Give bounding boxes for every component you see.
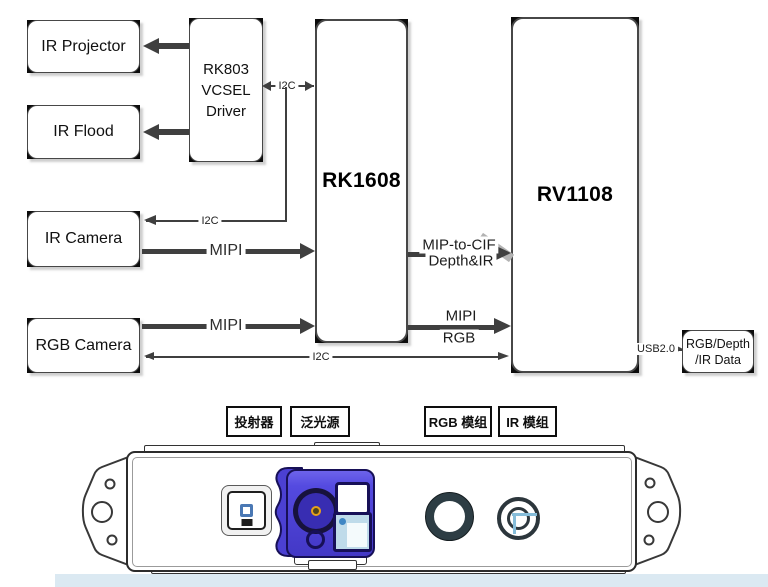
output-line2: /IR Data	[695, 352, 741, 367]
flood-panel-dot-icon	[339, 518, 346, 525]
ir-camera-lens	[497, 497, 540, 540]
rk1608-chip-box: RK1608	[315, 19, 408, 343]
rk1608-label: RK1608	[322, 169, 401, 192]
mipi-ir-label: MIPI	[206, 242, 246, 260]
projector-module-socket	[240, 504, 253, 526]
rv1108-chip-box: RV1108	[511, 17, 639, 373]
mount-hole-icon	[647, 501, 669, 523]
flood-module-screw-icon	[306, 530, 325, 549]
table-surface-band	[55, 574, 768, 587]
rk803-line1: RK803	[203, 60, 249, 78]
arrow-rk803-projector	[155, 43, 189, 49]
ir-camera-label: IR Camera	[44, 230, 123, 247]
callout-ir-module: IR 模组	[498, 406, 557, 437]
mipi-out-label-line2: RGB	[439, 329, 479, 347]
arrowhead-left-icon	[141, 352, 154, 360]
mount-hole-icon	[104, 478, 116, 490]
ir-camera-lens-ring	[507, 507, 530, 530]
mount-hole-icon	[644, 477, 656, 489]
right-mount-wing	[631, 455, 682, 567]
i2c-rk803-label: I2C	[275, 80, 299, 92]
left-mount-wing	[81, 455, 132, 567]
i2c-ircamera-label: I2C	[198, 215, 222, 227]
arrowhead-right-icon	[305, 81, 317, 91]
flood-module-tab-small	[308, 560, 357, 570]
mip-to-cif-label-line1: MIP-to-CIF	[419, 236, 499, 254]
arrowhead-left-icon	[259, 81, 271, 91]
flood-module-window	[335, 482, 370, 515]
rgb-camera-box: RGB Camera	[27, 318, 140, 373]
ir-lens-crosshair-h	[512, 513, 537, 516]
mount-hole-icon	[91, 501, 113, 523]
arrow-rk803-flood	[155, 129, 189, 135]
arrowhead-right-icon	[300, 318, 318, 334]
line-mipi-out	[408, 324, 494, 330]
arrowhead-right-icon	[300, 243, 318, 259]
flood-lens-ring	[298, 493, 334, 529]
ir-projector-label: IR Projector	[41, 37, 126, 55]
projector-module	[221, 485, 272, 536]
ir-flood-label: IR Flood	[53, 123, 114, 140]
rk803-line3: Driver	[206, 102, 246, 120]
mipi-out-label-line1: MIPI	[442, 307, 480, 325]
arrowhead-left-icon	[140, 124, 159, 140]
rgb-camera-label: RGB Camera	[35, 336, 132, 354]
mount-hole-icon	[106, 534, 118, 546]
flood-lens-aperture-icon	[313, 508, 319, 514]
line-i2c-drop	[285, 87, 287, 221]
rk803-line2: VCSEL	[201, 81, 251, 99]
arrowhead-right-icon	[494, 318, 514, 334]
rgb-camera-lens	[425, 492, 474, 541]
callout-projector: 投射器	[226, 406, 282, 437]
output-line1: RGB/Depth	[686, 336, 750, 351]
mip-to-cif-label-line2: Depth&IR	[425, 252, 497, 270]
arrowhead-right-icon	[675, 345, 686, 353]
arrowhead-left-icon	[141, 215, 156, 225]
projector-module-frame	[227, 491, 266, 530]
usb-label: USB2.0	[634, 343, 678, 355]
ir-camera-box: IR Camera	[27, 211, 140, 267]
callout-rgb-module: RGB 模组	[424, 406, 492, 437]
mipi-rgb-label: MIPI	[206, 317, 246, 335]
ir-lens-crosshair-v	[513, 514, 516, 534]
flood-panel-inner	[347, 523, 367, 547]
arrowhead-left-icon	[140, 38, 159, 54]
callout-flood: 泛光源	[290, 406, 350, 437]
arrowhead-right-icon	[498, 352, 512, 360]
flood-module-panel	[333, 512, 372, 552]
projector-socket-notch	[241, 519, 252, 526]
output-data-box: RGB/Depth /IR Data	[682, 330, 754, 373]
camera-bar-body	[126, 451, 637, 572]
rgb-camera-lens-center	[434, 501, 465, 532]
rk803-box: RK803 VCSEL Driver	[189, 18, 263, 162]
mount-hole-icon	[643, 534, 655, 546]
ir-projector-box: IR Projector	[27, 20, 140, 73]
ir-flood-box: IR Flood	[27, 105, 140, 159]
i2c-rv1108-label: I2C	[309, 351, 333, 363]
rv1108-label: RV1108	[536, 183, 614, 206]
flood-lens	[293, 488, 339, 534]
flood-lens-emitter	[311, 506, 321, 516]
